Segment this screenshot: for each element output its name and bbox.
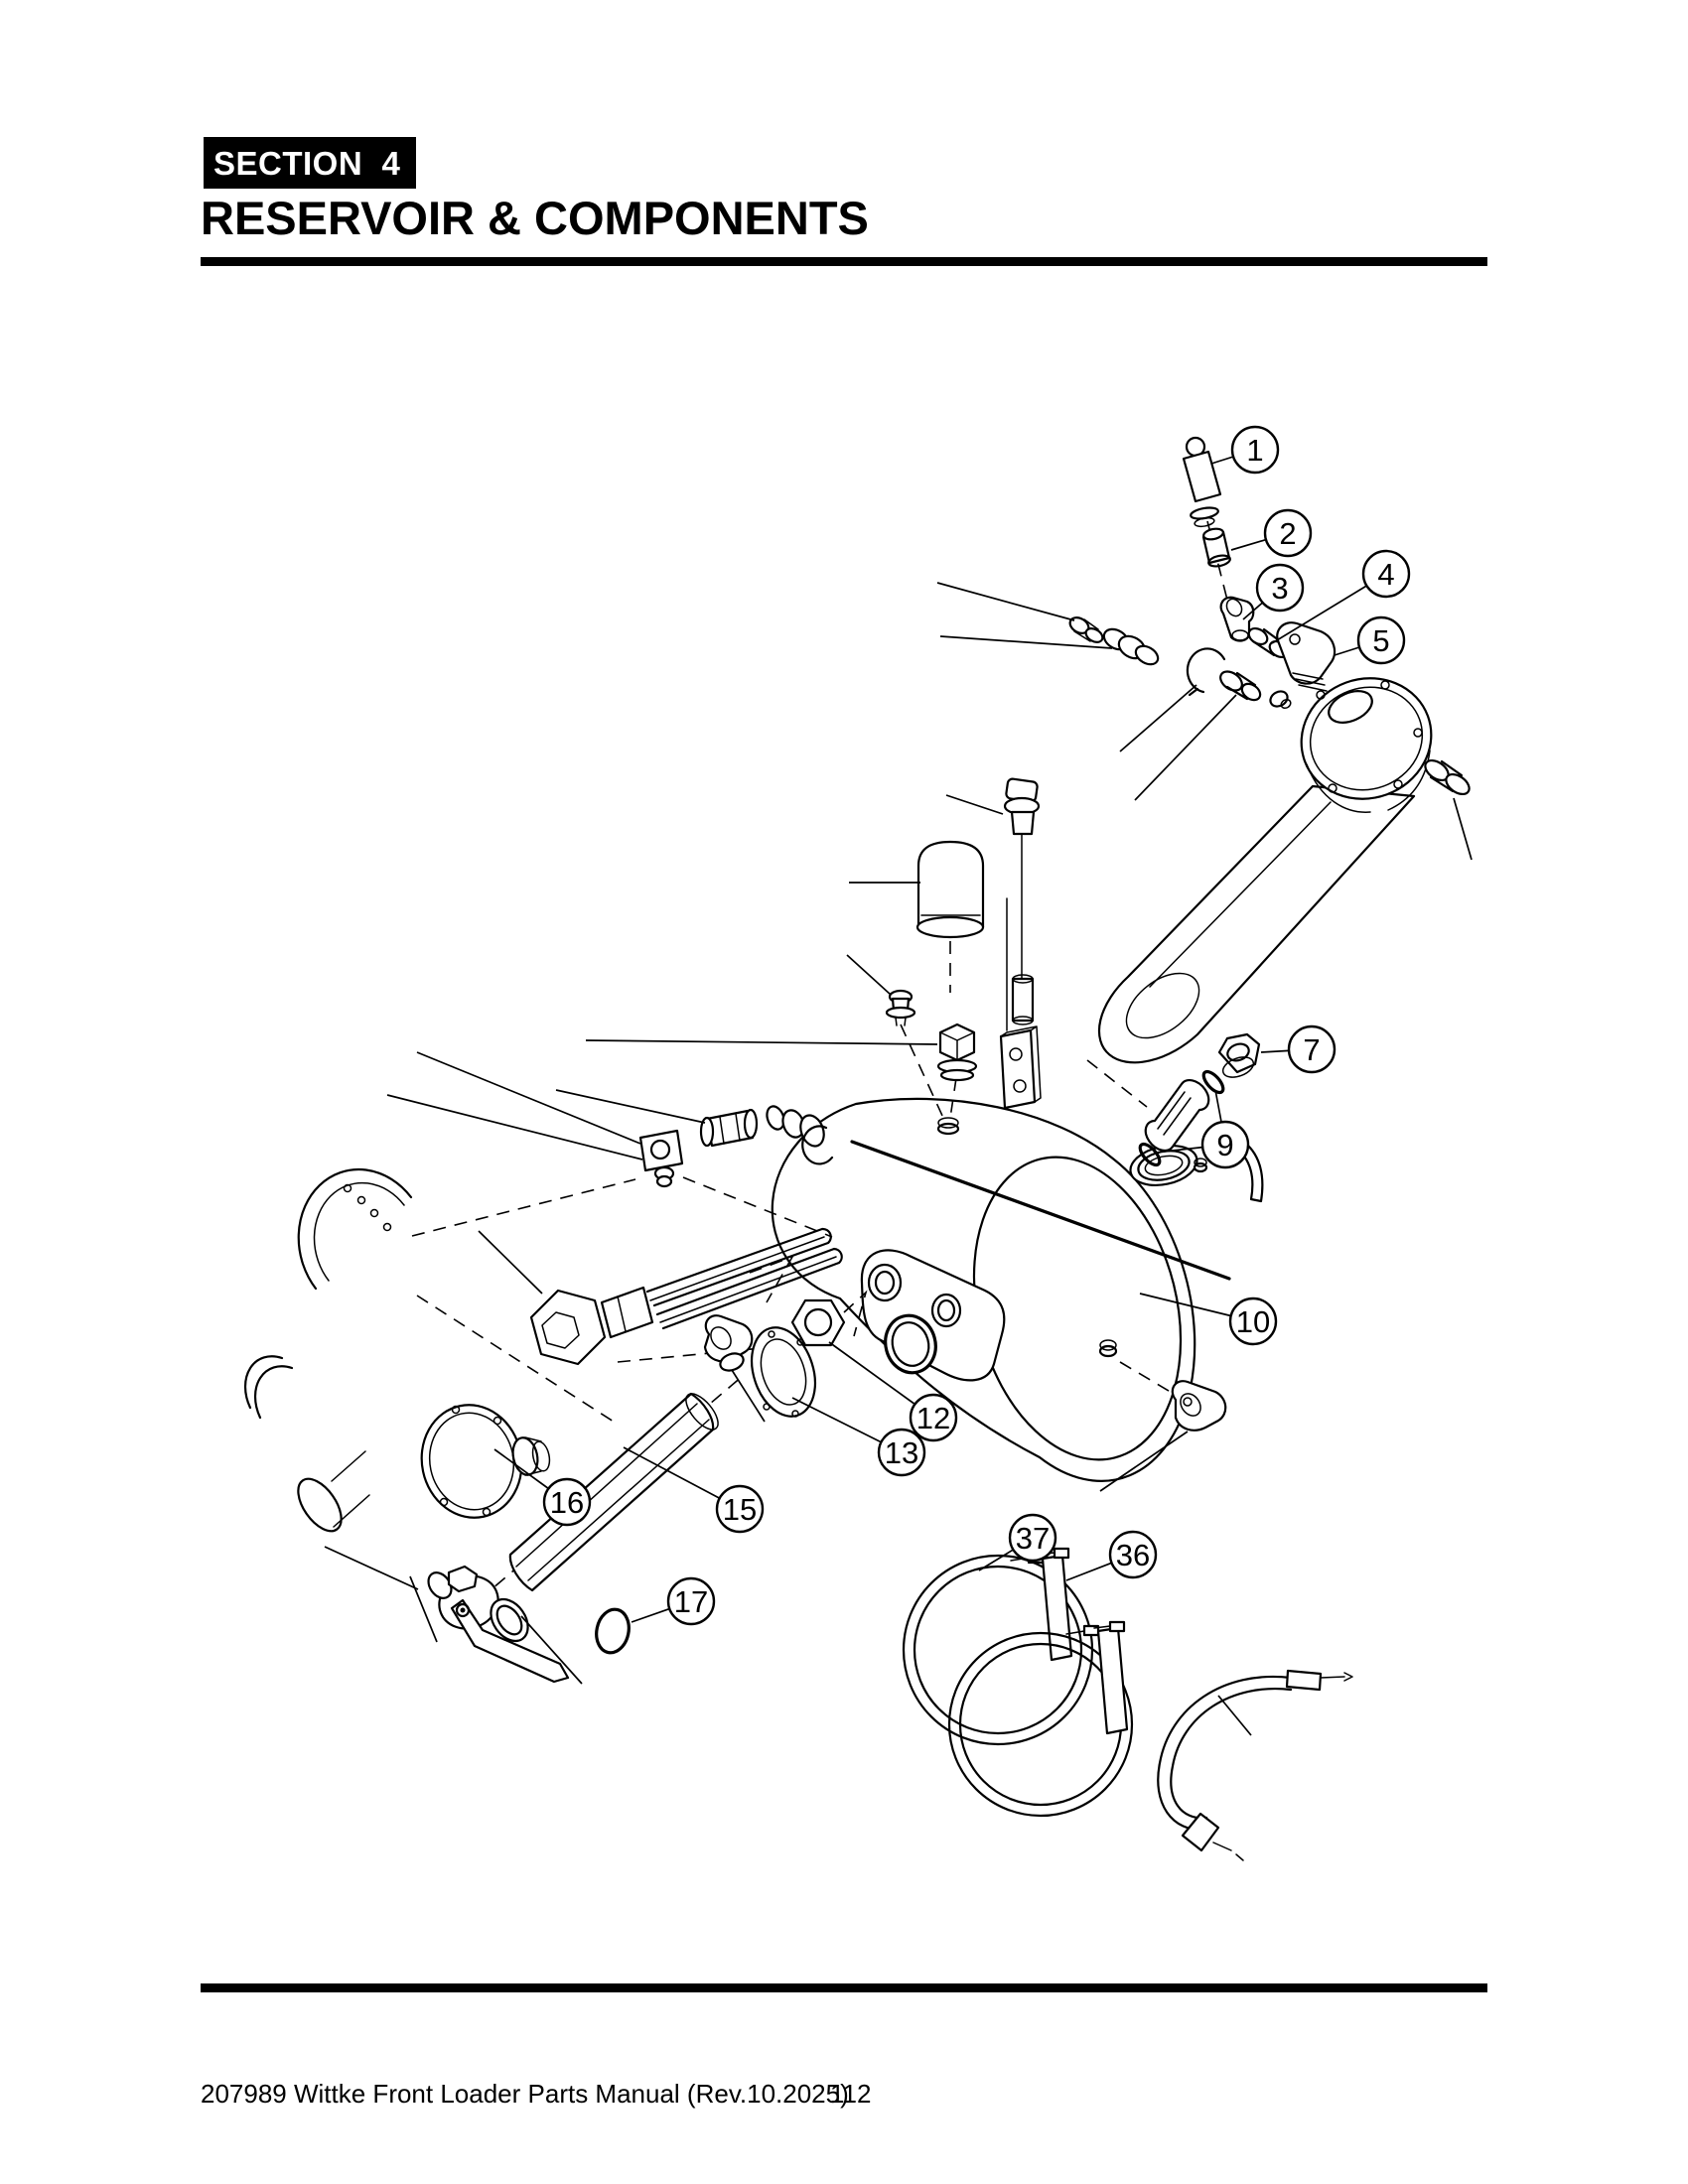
callout-12: 12: [828, 1341, 958, 1442]
callout-10: 10: [1139, 1293, 1278, 1346]
mounting-clamps: [902, 1547, 1134, 1818]
hex-nut: [790, 1298, 846, 1347]
filler-neck-assembly: [1068, 616, 1471, 1064]
bracket-plate: [999, 1028, 1037, 1110]
section-badge: SECTION 4: [204, 137, 417, 189]
callout-36: 36: [1065, 1530, 1158, 1581]
tank-top-fittings: [885, 897, 1042, 1110]
svg-text:3: 3: [1271, 571, 1288, 606]
svg-text:5: 5: [1372, 623, 1389, 658]
svg-text:37: 37: [1016, 1521, 1050, 1556]
footer-page-number: 112: [830, 2079, 872, 2109]
svg-text:15: 15: [723, 1492, 757, 1527]
callout-37: 37: [978, 1513, 1057, 1571]
svg-text:12: 12: [916, 1401, 950, 1435]
mounting-flange-ghost: [243, 1168, 413, 1533]
tank-seam: [850, 1140, 1231, 1281]
o-ring-upper: [1201, 1069, 1225, 1095]
svg-text:4: 4: [1377, 557, 1394, 592]
svg-text:13: 13: [885, 1435, 918, 1470]
tank-port-fittings: [703, 1298, 1227, 1432]
callout-17: 17: [631, 1576, 716, 1626]
footer-manual-title: 207989 Wittke Front Loader Parts Manual …: [201, 2079, 849, 2109]
callout-1: 1: [1210, 425, 1280, 475]
svg-text:9: 9: [1216, 1128, 1233, 1162]
sight-gauge-assembly: [1138, 1032, 1261, 1167]
callout-3: 3: [1242, 563, 1305, 620]
filler-cap-assembly: [1182, 436, 1336, 692]
callout-15: 15: [623, 1446, 765, 1534]
callout-2: 2: [1230, 508, 1313, 558]
breather-filter: [915, 840, 985, 939]
immersion-heater: [529, 1227, 843, 1366]
dipstick: [1003, 777, 1041, 1025]
footer-rule: [201, 1983, 1487, 1992]
o-ring: [595, 1607, 631, 1655]
svg-text:17: 17: [674, 1584, 708, 1619]
reservoir-tank: [771, 1097, 1264, 1482]
page-title: RESERVOIR & COMPONENTS: [201, 192, 869, 244]
left-port-fittings: [638, 1105, 834, 1188]
callout-13: 13: [791, 1397, 926, 1477]
suction-strainer: [508, 1392, 719, 1592]
cover-plate: [420, 1404, 551, 1519]
svg-text:10: 10: [1236, 1304, 1270, 1339]
ground-cable: [1157, 1669, 1353, 1861]
cap-nut: [1217, 1032, 1261, 1074]
svg-text:2: 2: [1279, 516, 1296, 551]
svg-text:36: 36: [1116, 1538, 1150, 1572]
svg-text:1: 1: [1246, 433, 1263, 468]
svg-text:16: 16: [550, 1485, 584, 1520]
drain-ball-valve: [427, 1565, 570, 1684]
callout-5: 5: [1334, 615, 1406, 665]
callout-9: 9: [1163, 1120, 1250, 1169]
o-ring-lower: [1138, 1142, 1162, 1167]
leader-lines: [324, 582, 1473, 1736]
callout-16: 16: [493, 1448, 592, 1527]
callout-4: 4: [1271, 549, 1411, 644]
svg-text:7: 7: [1303, 1032, 1320, 1067]
callout-7: 7: [1260, 1024, 1336, 1074]
header-rule: [201, 257, 1487, 266]
